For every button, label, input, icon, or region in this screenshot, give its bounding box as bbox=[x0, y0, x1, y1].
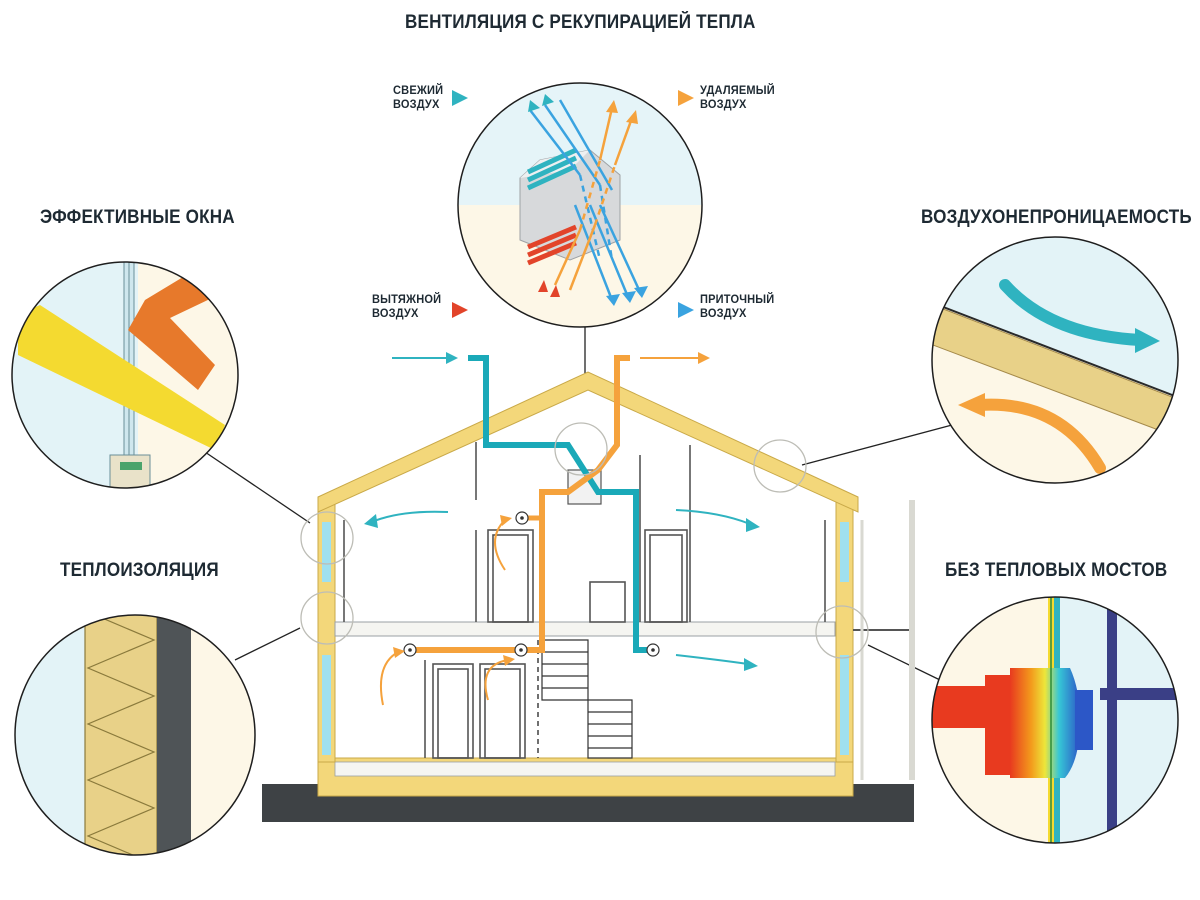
diagram-title: ВЕНТИЛЯЦИЯ С РЕКУПИРАЦИЕЙ ТЕПЛА bbox=[405, 12, 756, 33]
legend-exhaust-air: УДАЛЯЕМЫЙ ВОЗДУХ bbox=[700, 83, 775, 111]
legend-exhaust-air-line2: ВОЗДУХ bbox=[700, 97, 747, 111]
efficient-windows-detail bbox=[11, 261, 239, 489]
legend-extract-air-line2: ВОЗДУХ bbox=[372, 306, 419, 320]
label-efficient-windows: ЭФФЕКТИВНЫЕ ОКНА bbox=[40, 207, 235, 228]
extract-air-arrow-icon bbox=[452, 302, 468, 318]
label-thermal-insulation: ТЕПЛОИЗОЛЯЦИЯ bbox=[60, 560, 219, 581]
legend-supply-air: ПРИТОЧНЫЙ ВОЗДУХ bbox=[700, 292, 774, 320]
supply-duct bbox=[468, 355, 653, 653]
fresh-air-arrow-icon bbox=[452, 90, 468, 106]
exhaust-air-arrow-icon bbox=[678, 90, 694, 106]
airtightness-detail bbox=[931, 236, 1179, 484]
heat-exchanger-detail bbox=[457, 82, 703, 328]
no-thermal-bridges-detail bbox=[931, 596, 1179, 844]
staircase bbox=[541, 639, 633, 759]
extract-duct bbox=[410, 355, 630, 653]
legend-fresh-air: СВЕЖИЙ ВОЗДУХ bbox=[393, 83, 443, 111]
roof bbox=[317, 371, 859, 513]
label-no-thermal-bridges: БЕЗ ТЕПЛОВЫХ МОСТОВ bbox=[945, 560, 1168, 581]
legend-fresh-air-line2: ВОЗДУХ bbox=[393, 97, 440, 111]
thermal-insulation-detail bbox=[14, 614, 256, 856]
legend-supply-air-line1: ПРИТОЧНЫЙ bbox=[700, 292, 775, 306]
legend-extract-air: ВЫТЯЖНОЙ ВОЗДУХ bbox=[372, 292, 441, 320]
supply-air-arrow-icon bbox=[678, 302, 694, 318]
label-airtightness: ВОЗДУХОНЕПРОНИЦАЕМОСТЬ bbox=[921, 207, 1192, 228]
house bbox=[262, 352, 915, 822]
legend-supply-air-line2: ВОЗДУХ bbox=[700, 306, 747, 320]
legend-extract-air-line1: ВЫТЯЖНОЙ bbox=[372, 292, 442, 306]
connector-lines bbox=[204, 327, 953, 681]
legend-fresh-air-line1: СВЕЖИЙ bbox=[393, 83, 444, 97]
legend-exhaust-air-line1: УДАЛЯЕМЫЙ bbox=[700, 83, 775, 97]
